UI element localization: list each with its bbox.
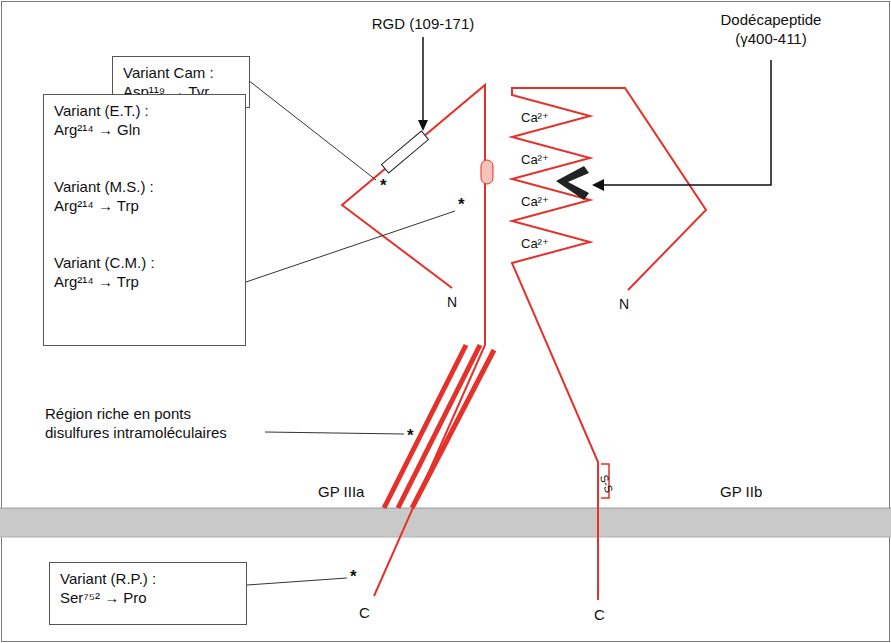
leader-line xyxy=(247,578,347,585)
leader-line xyxy=(265,432,404,434)
gp3a-chain xyxy=(342,85,485,596)
membrane-edge xyxy=(0,537,891,538)
terminus-label: C xyxy=(594,605,605,624)
marker-star: * xyxy=(407,427,414,444)
site-label: Dodécapeptide (γ400-411) xyxy=(711,10,831,48)
membrane-edge xyxy=(0,508,891,509)
variant-box: Variant (R.P.) : Ser⁷⁵² → Pro xyxy=(49,562,247,625)
leader-line xyxy=(248,80,376,180)
arrowhead xyxy=(592,179,604,191)
subunit-label: GP IIb xyxy=(720,482,762,501)
marker-star: * xyxy=(458,196,465,213)
marker-star: * xyxy=(350,568,357,585)
disulfide-stripe xyxy=(398,345,480,508)
membrane xyxy=(0,508,891,537)
rgd-site xyxy=(382,131,429,173)
ion-label: Ca²⁺ xyxy=(521,234,549,253)
pointer-line xyxy=(422,37,424,122)
binding-site xyxy=(481,160,493,184)
variant-text: Variant (R.P.) : Ser⁷⁵² → Pro xyxy=(60,569,178,607)
ion-label: Ca²⁺ xyxy=(521,108,549,127)
marker-star: * xyxy=(380,177,387,194)
subunit-label: GP IIIa xyxy=(318,482,364,501)
leader-line xyxy=(246,211,455,282)
terminus-label: N xyxy=(447,293,457,312)
terminus-label: N xyxy=(619,295,629,314)
region-label: Région riche en ponts disulfures intramo… xyxy=(45,404,255,442)
ion-label: Ca²⁺ xyxy=(521,192,549,211)
pointer-line xyxy=(602,60,771,185)
arrowhead xyxy=(418,120,428,131)
terminus-label: C xyxy=(359,603,370,622)
variant-text: Variant (E.T.) : Arg²¹⁴ → Gln xyxy=(54,101,172,139)
dodecapeptide-site xyxy=(556,166,589,200)
variant-text: Variant (C.M.) : Arg²¹⁴ → Trp xyxy=(54,253,172,291)
gp2b-chain xyxy=(512,88,706,600)
variant-box: Variant (E.T.) : Arg²¹⁴ → GlnVariant (M.… xyxy=(43,94,246,346)
ion-label: Ca²⁺ xyxy=(521,150,549,169)
site-label: RGD (109-171) xyxy=(353,14,493,33)
variant-text: Variant (M.S.) : Arg²¹⁴ → Trp xyxy=(54,177,172,215)
disulfide-stripe xyxy=(412,350,494,508)
